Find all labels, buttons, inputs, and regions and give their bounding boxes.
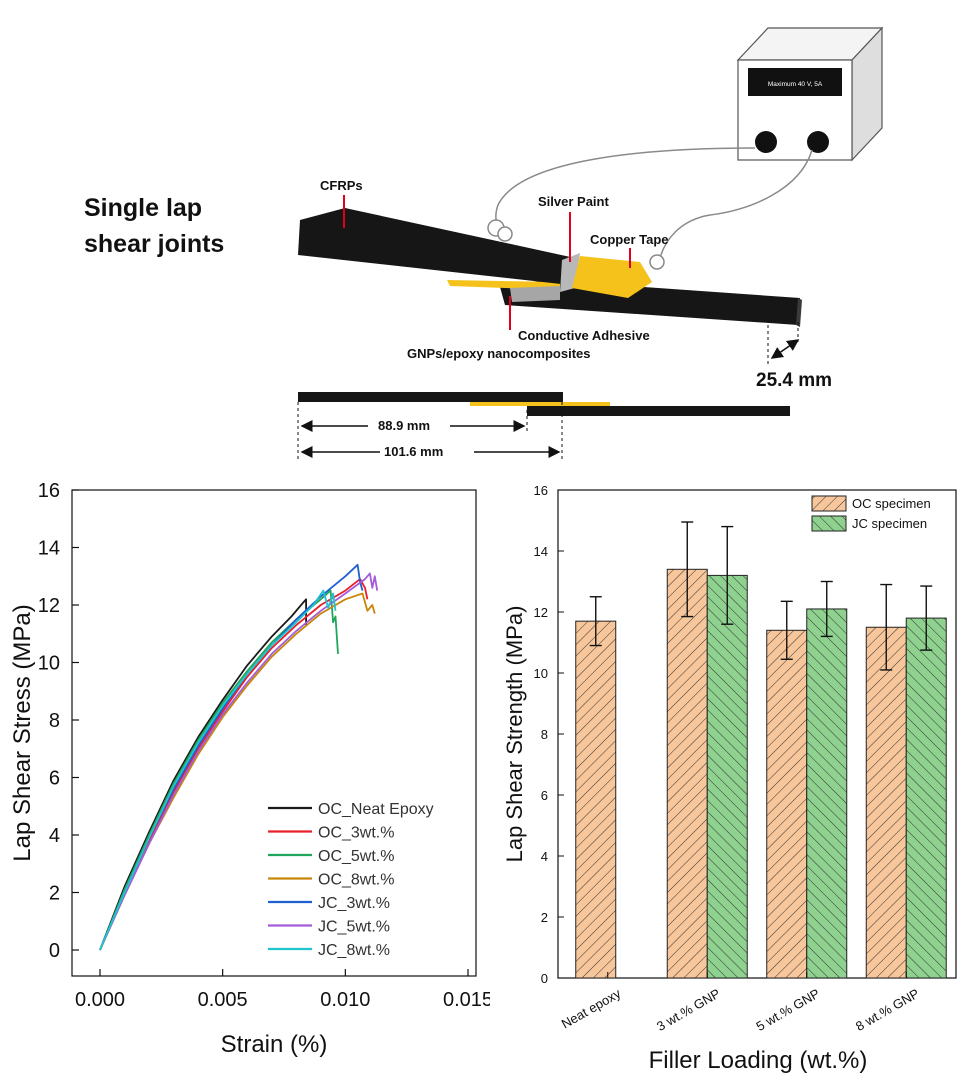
- series-line-oc-neat-epoxy: [99, 598, 308, 951]
- side-view-lower-adherend: [527, 406, 790, 416]
- y-axis-label: Lap Shear Strength (MPa): [502, 606, 527, 863]
- legend-label: JC_8wt.%: [318, 942, 390, 959]
- bar-oc-specimen: [575, 620, 617, 979]
- x-tick-label: 5 wt.% GNP: [753, 986, 822, 1034]
- label-overlap-dim: 88.9 mm: [378, 418, 430, 433]
- y-tick-label: 2: [49, 883, 60, 905]
- y-tick-label: 0: [49, 940, 60, 962]
- legend-label: OC_5wt.%: [318, 848, 394, 865]
- x-tick-label: Neat epoxy: [559, 985, 624, 1031]
- x-tick-label: 8 wt.% GNP: [853, 986, 922, 1034]
- x-tick-label: 0.000: [75, 989, 125, 1011]
- legend-label: OC_3wt.%: [318, 825, 394, 842]
- series-line-jc-5wt-: [99, 572, 379, 951]
- copper-tape: [572, 256, 652, 298]
- legend-label: OC_8wt.%: [318, 872, 394, 889]
- label-cfrps: CFRPs: [320, 178, 363, 193]
- stress-strain-chart: 0 2 4 6 8 10 12 14 16 0.000 0.005 0.010 0.015 OC_Ne…: [9, 480, 490, 1058]
- legend-label: OC_Neat Epoxy: [318, 801, 434, 818]
- plot-frame: [71, 489, 477, 977]
- y-tick-label: 12: [38, 595, 60, 617]
- x-tick-label: 3 wt.% GNP: [654, 986, 723, 1034]
- y-tick-label: 10: [534, 666, 548, 681]
- schematic-title-line2: shear joints: [84, 230, 224, 258]
- series-line-jc-3wt-: [99, 563, 364, 951]
- y-tick-label: 14: [38, 538, 60, 560]
- power-supply-label: Maximum 40 V, 5A: [768, 81, 823, 88]
- wire-clip: [497, 226, 513, 242]
- label-conductive-adhesive: Conductive Adhesive: [518, 328, 650, 343]
- legend-label: OC specimen: [852, 496, 931, 511]
- y-tick-label: 16: [38, 480, 60, 502]
- lap-joint-schematic: Maximum 40 V, 5A Single lap shear joints…: [84, 26, 884, 460]
- y-tick-label: 6: [49, 768, 60, 790]
- legend-label: JC_3wt.%: [318, 895, 390, 912]
- label-copper-tape: Copper Tape: [590, 232, 669, 247]
- wire: [659, 149, 813, 259]
- y-tick-label: 16: [534, 483, 548, 498]
- y-axis-label: Lap Shear Stress (MPa): [9, 604, 36, 861]
- legend-label: JC specimen: [852, 516, 927, 531]
- series-line-oc-5wt-: [99, 589, 339, 951]
- label-total-dim: 101.6 mm: [384, 444, 443, 459]
- bar-jc-specimen: [706, 574, 748, 979]
- y-tick-label: 8: [49, 710, 60, 732]
- bar-jc-specimen: [905, 617, 947, 979]
- y-tick-label: 2: [541, 910, 548, 925]
- y-tick-label: 14: [534, 544, 548, 559]
- legend-swatch: [811, 495, 847, 512]
- bar-oc-specimen: [865, 626, 907, 979]
- legend-label: JC_5wt.%: [318, 919, 390, 936]
- series-line-oc-3wt-: [99, 578, 369, 951]
- lower-adherend: [500, 280, 800, 325]
- wire-clip: [649, 254, 665, 270]
- x-tick-label: 0.005: [198, 989, 248, 1011]
- side-view-adhesive: [470, 402, 610, 406]
- side-view-upper-adherend: [298, 392, 563, 402]
- x-axis-label: Strain (%): [221, 1031, 328, 1058]
- x-tick-label: 0.010: [320, 989, 370, 1011]
- power-supply: Maximum 40 V, 5A: [736, 26, 884, 162]
- x-tick-label: 0.015: [443, 989, 490, 1011]
- terminal-knob: [755, 131, 777, 153]
- schematic-title-line1: Single lap: [84, 194, 202, 222]
- wire: [495, 147, 756, 233]
- upper-adherend: [298, 208, 575, 285]
- bar-oc-specimen: [766, 629, 808, 979]
- y-tick-label: 0: [541, 971, 548, 986]
- lower-adherend-edge: [796, 298, 802, 327]
- bar-jc-specimen: [806, 608, 848, 979]
- y-tick-label: 12: [534, 605, 548, 620]
- label-gnps: GNPs/epoxy nanocomposites: [407, 346, 591, 361]
- lap-shear-strength-chart: 0 2 4 6 8 10 12 14 16 Neat epoxy 3 wt.% GNP 5 wt.%…: [502, 483, 957, 1074]
- terminal-knob: [807, 131, 829, 153]
- y-tick-label: 4: [541, 849, 548, 864]
- y-tick-label: 10: [38, 653, 60, 675]
- y-tick-label: 4: [49, 825, 60, 847]
- label-width: 25.4 mm: [756, 370, 832, 391]
- label-silver-paint: Silver Paint: [538, 194, 609, 209]
- dimension-line: [770, 339, 800, 359]
- series-line-jc-8wt-: [99, 589, 337, 951]
- legend-swatch: [811, 515, 847, 532]
- x-axis-label: Filler Loading (wt.%): [649, 1047, 868, 1074]
- y-tick-label: 6: [541, 788, 548, 803]
- bar-oc-specimen: [666, 568, 708, 979]
- y-tick-label: 8: [541, 727, 548, 742]
- silver-adhesive: [510, 286, 560, 302]
